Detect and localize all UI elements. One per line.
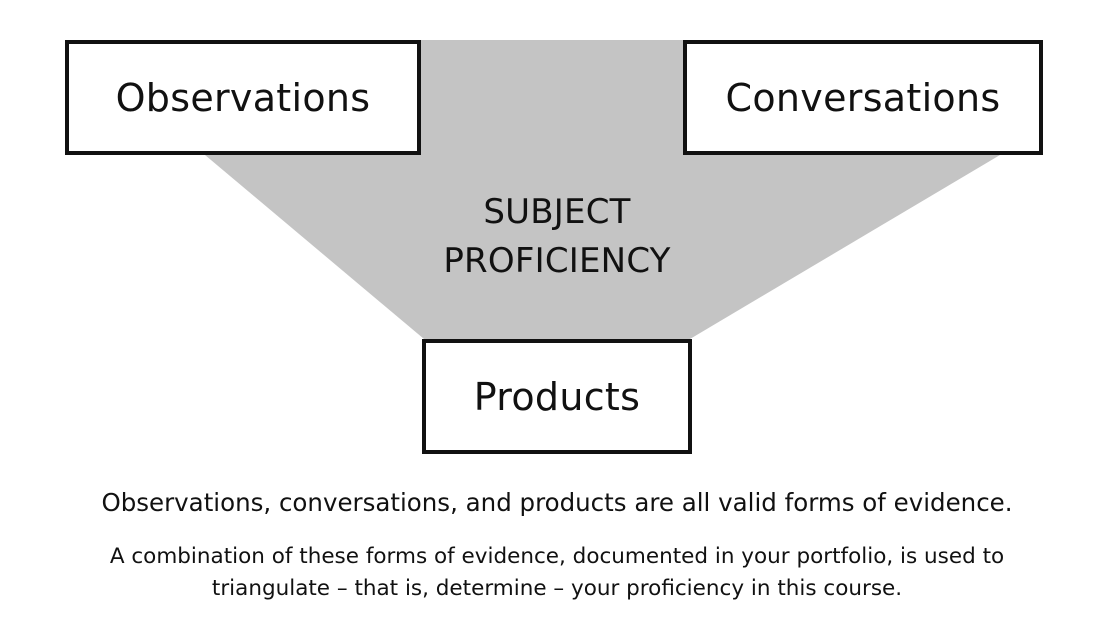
conversations-label: Conversations — [725, 75, 1001, 120]
conversations-box: Conversations — [683, 40, 1043, 155]
caption-main: Observations, conversations, and product… — [101, 488, 1013, 517]
products-label: Products — [473, 374, 641, 419]
caption-detail-line-1: A combination of these forms of evidence… — [109, 544, 1005, 569]
caption-detail-line-2: triangulate – that is, determine – your … — [211, 576, 903, 601]
observations-box: Observations — [65, 40, 421, 155]
triangulation-diagram: Observations Conversations Products SUBJ… — [65, 40, 1043, 454]
products-box: Products — [422, 339, 692, 454]
caption-detail: A combination of these forms of evidence… — [0, 541, 1114, 605]
center-label-subject: SUBJECT — [483, 192, 631, 232]
observations-label: Observations — [115, 75, 371, 120]
center-label-proficiency: PROFICIENCY — [443, 241, 671, 281]
